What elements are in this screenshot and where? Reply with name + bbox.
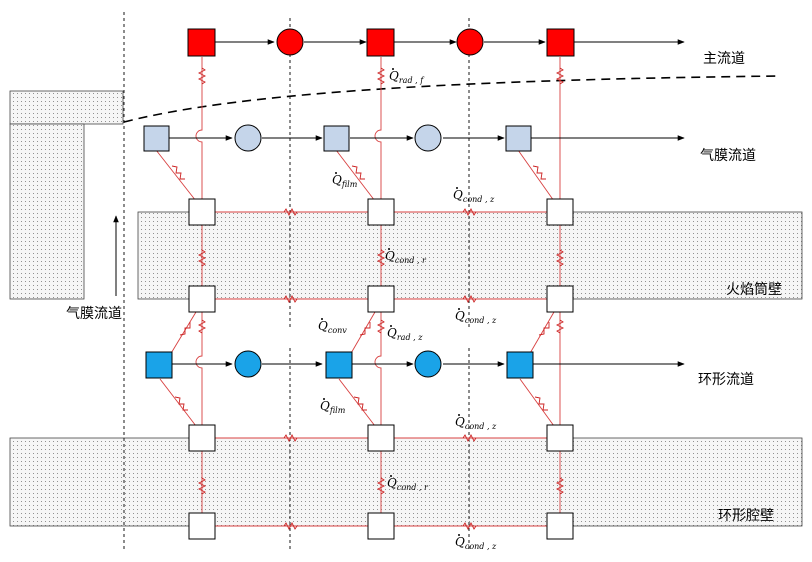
label-film-channel: 气膜流道 xyxy=(700,148,756,164)
label-annular-cavity-wall: 环形腔壁 xyxy=(718,508,774,524)
wall-node xyxy=(188,424,216,452)
label-main-channel: 主流道 xyxy=(703,51,745,67)
q-cond-z-3: Qcond , z xyxy=(455,415,497,431)
q-cond-r-1: Qcond , r xyxy=(385,249,427,265)
flame-tube-wall xyxy=(137,211,803,300)
annular-cavity-wall xyxy=(9,437,803,527)
wall-node xyxy=(367,198,395,226)
q-conv: Qconv xyxy=(318,319,347,335)
wall-node xyxy=(546,198,574,226)
q-cond-r-2: Qcond , r xyxy=(387,476,429,492)
q-cond-z-2: Qcond , z xyxy=(455,309,497,325)
wall-node xyxy=(188,512,216,540)
film-node-circle xyxy=(234,124,262,152)
heat-term-labels: Qrad , f Qfilm Qcond , z Qcond , r Qcond… xyxy=(318,69,497,551)
film-node-square xyxy=(505,125,532,152)
wall-node xyxy=(367,285,395,313)
film-node-square xyxy=(323,125,350,152)
q-cond-z-4: Qcond , z xyxy=(455,535,497,551)
film-boundary-curve xyxy=(123,75,781,123)
film-lip-vertical xyxy=(9,123,85,300)
q-dots xyxy=(321,68,460,536)
annular-node-square xyxy=(325,351,353,379)
label-film-channel-vertical: 气膜流道 xyxy=(66,306,122,322)
wall-node xyxy=(546,285,574,313)
main-node-circle xyxy=(456,28,484,56)
q-cond-z-1: Qcond , z xyxy=(453,188,495,204)
wall-node xyxy=(188,285,216,313)
film-node-circle xyxy=(414,124,442,152)
wall-node xyxy=(367,512,395,540)
wall-node xyxy=(188,198,216,226)
main-node-circle xyxy=(276,28,304,56)
main-node-square xyxy=(187,28,216,57)
q-rad-z: Qrad , z xyxy=(387,326,423,342)
annular-node-square xyxy=(145,351,173,379)
label-annular-channel: 环形流道 xyxy=(698,372,754,388)
annular-node-square xyxy=(506,351,534,379)
connector-lines xyxy=(155,57,561,527)
annular-node-circle xyxy=(234,350,262,378)
wall-node xyxy=(367,424,395,452)
q-rad-f: Qrad , f xyxy=(389,69,425,85)
main-node-square xyxy=(366,28,395,57)
main-node-square xyxy=(546,28,575,57)
annular-node-circle xyxy=(414,350,442,378)
film-node-square xyxy=(143,125,170,152)
q-film-1: Qfilm xyxy=(332,173,358,189)
label-flame-tube-wall: 火焰筒壁 xyxy=(726,281,782,298)
q-film-2: Qfilm xyxy=(320,399,346,415)
resistors xyxy=(171,67,565,531)
section-lines xyxy=(123,12,470,550)
flow-lines xyxy=(169,39,685,367)
film-lip-horizontal xyxy=(9,90,124,125)
wall-node xyxy=(546,512,574,540)
wall-node xyxy=(546,424,574,452)
